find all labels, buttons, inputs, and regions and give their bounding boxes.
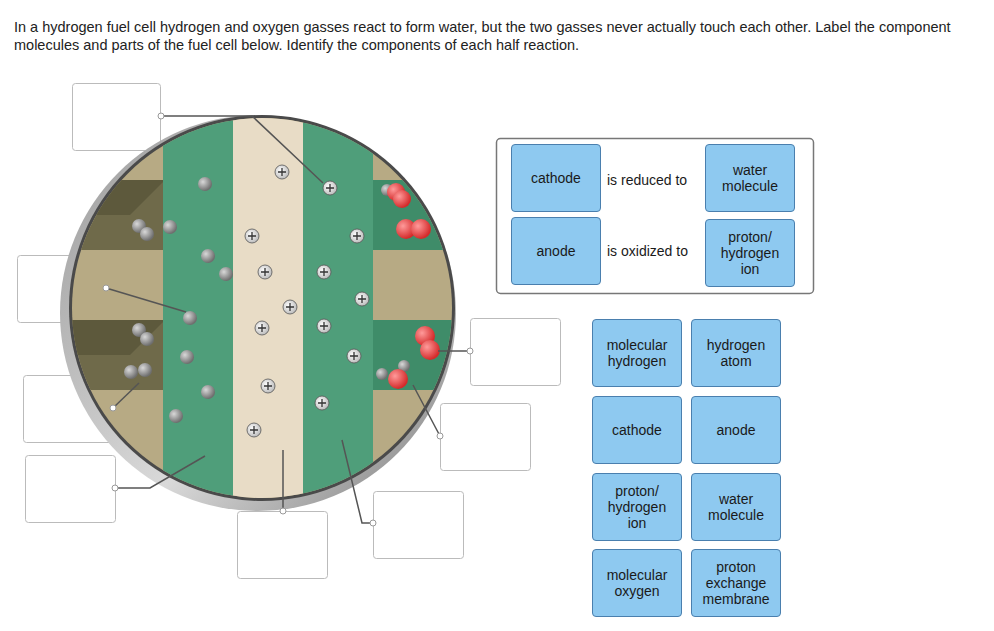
relation-text: is oxidized to — [607, 243, 688, 259]
answer-tile: proton/ hydrogen ion — [705, 219, 795, 287]
answer-tile: anode — [511, 217, 601, 285]
tile-text: hydrogen atom — [696, 337, 776, 369]
tile-text: molecular hydrogen — [597, 337, 677, 369]
answer-tile: water molecule — [705, 144, 795, 212]
answer-tile: hydrogen atom — [691, 319, 781, 387]
answer-tile: cathode — [592, 396, 682, 464]
tile-text: water molecule — [710, 162, 790, 194]
answer-tile: molecular oxygen — [592, 549, 682, 617]
tile-text: cathode — [612, 422, 662, 438]
answer-tile: proton/ hydrogen ion — [592, 473, 682, 541]
answer-tile: molecular hydrogen — [592, 319, 682, 387]
answer-tile: cathode — [511, 144, 601, 212]
tile-text: anode — [717, 422, 756, 438]
tile-text: cathode — [531, 170, 581, 186]
relation-text: is reduced to — [607, 172, 687, 188]
tile-text: molecular oxygen — [597, 567, 677, 599]
tile-text: anode — [537, 243, 576, 259]
tile-text: proton/ hydrogen ion — [710, 229, 790, 277]
answer-tile: proton exchange membrane — [691, 549, 781, 617]
answer-tile: water molecule — [691, 473, 781, 541]
question-text: In a hydrogen fuel cell hydrogen and oxy… — [14, 18, 964, 54]
tile-text: proton exchange membrane — [696, 559, 776, 607]
tile-text: proton/ hydrogen ion — [597, 483, 677, 531]
answer-tile: anode — [691, 396, 781, 464]
tile-text: water molecule — [696, 491, 776, 523]
